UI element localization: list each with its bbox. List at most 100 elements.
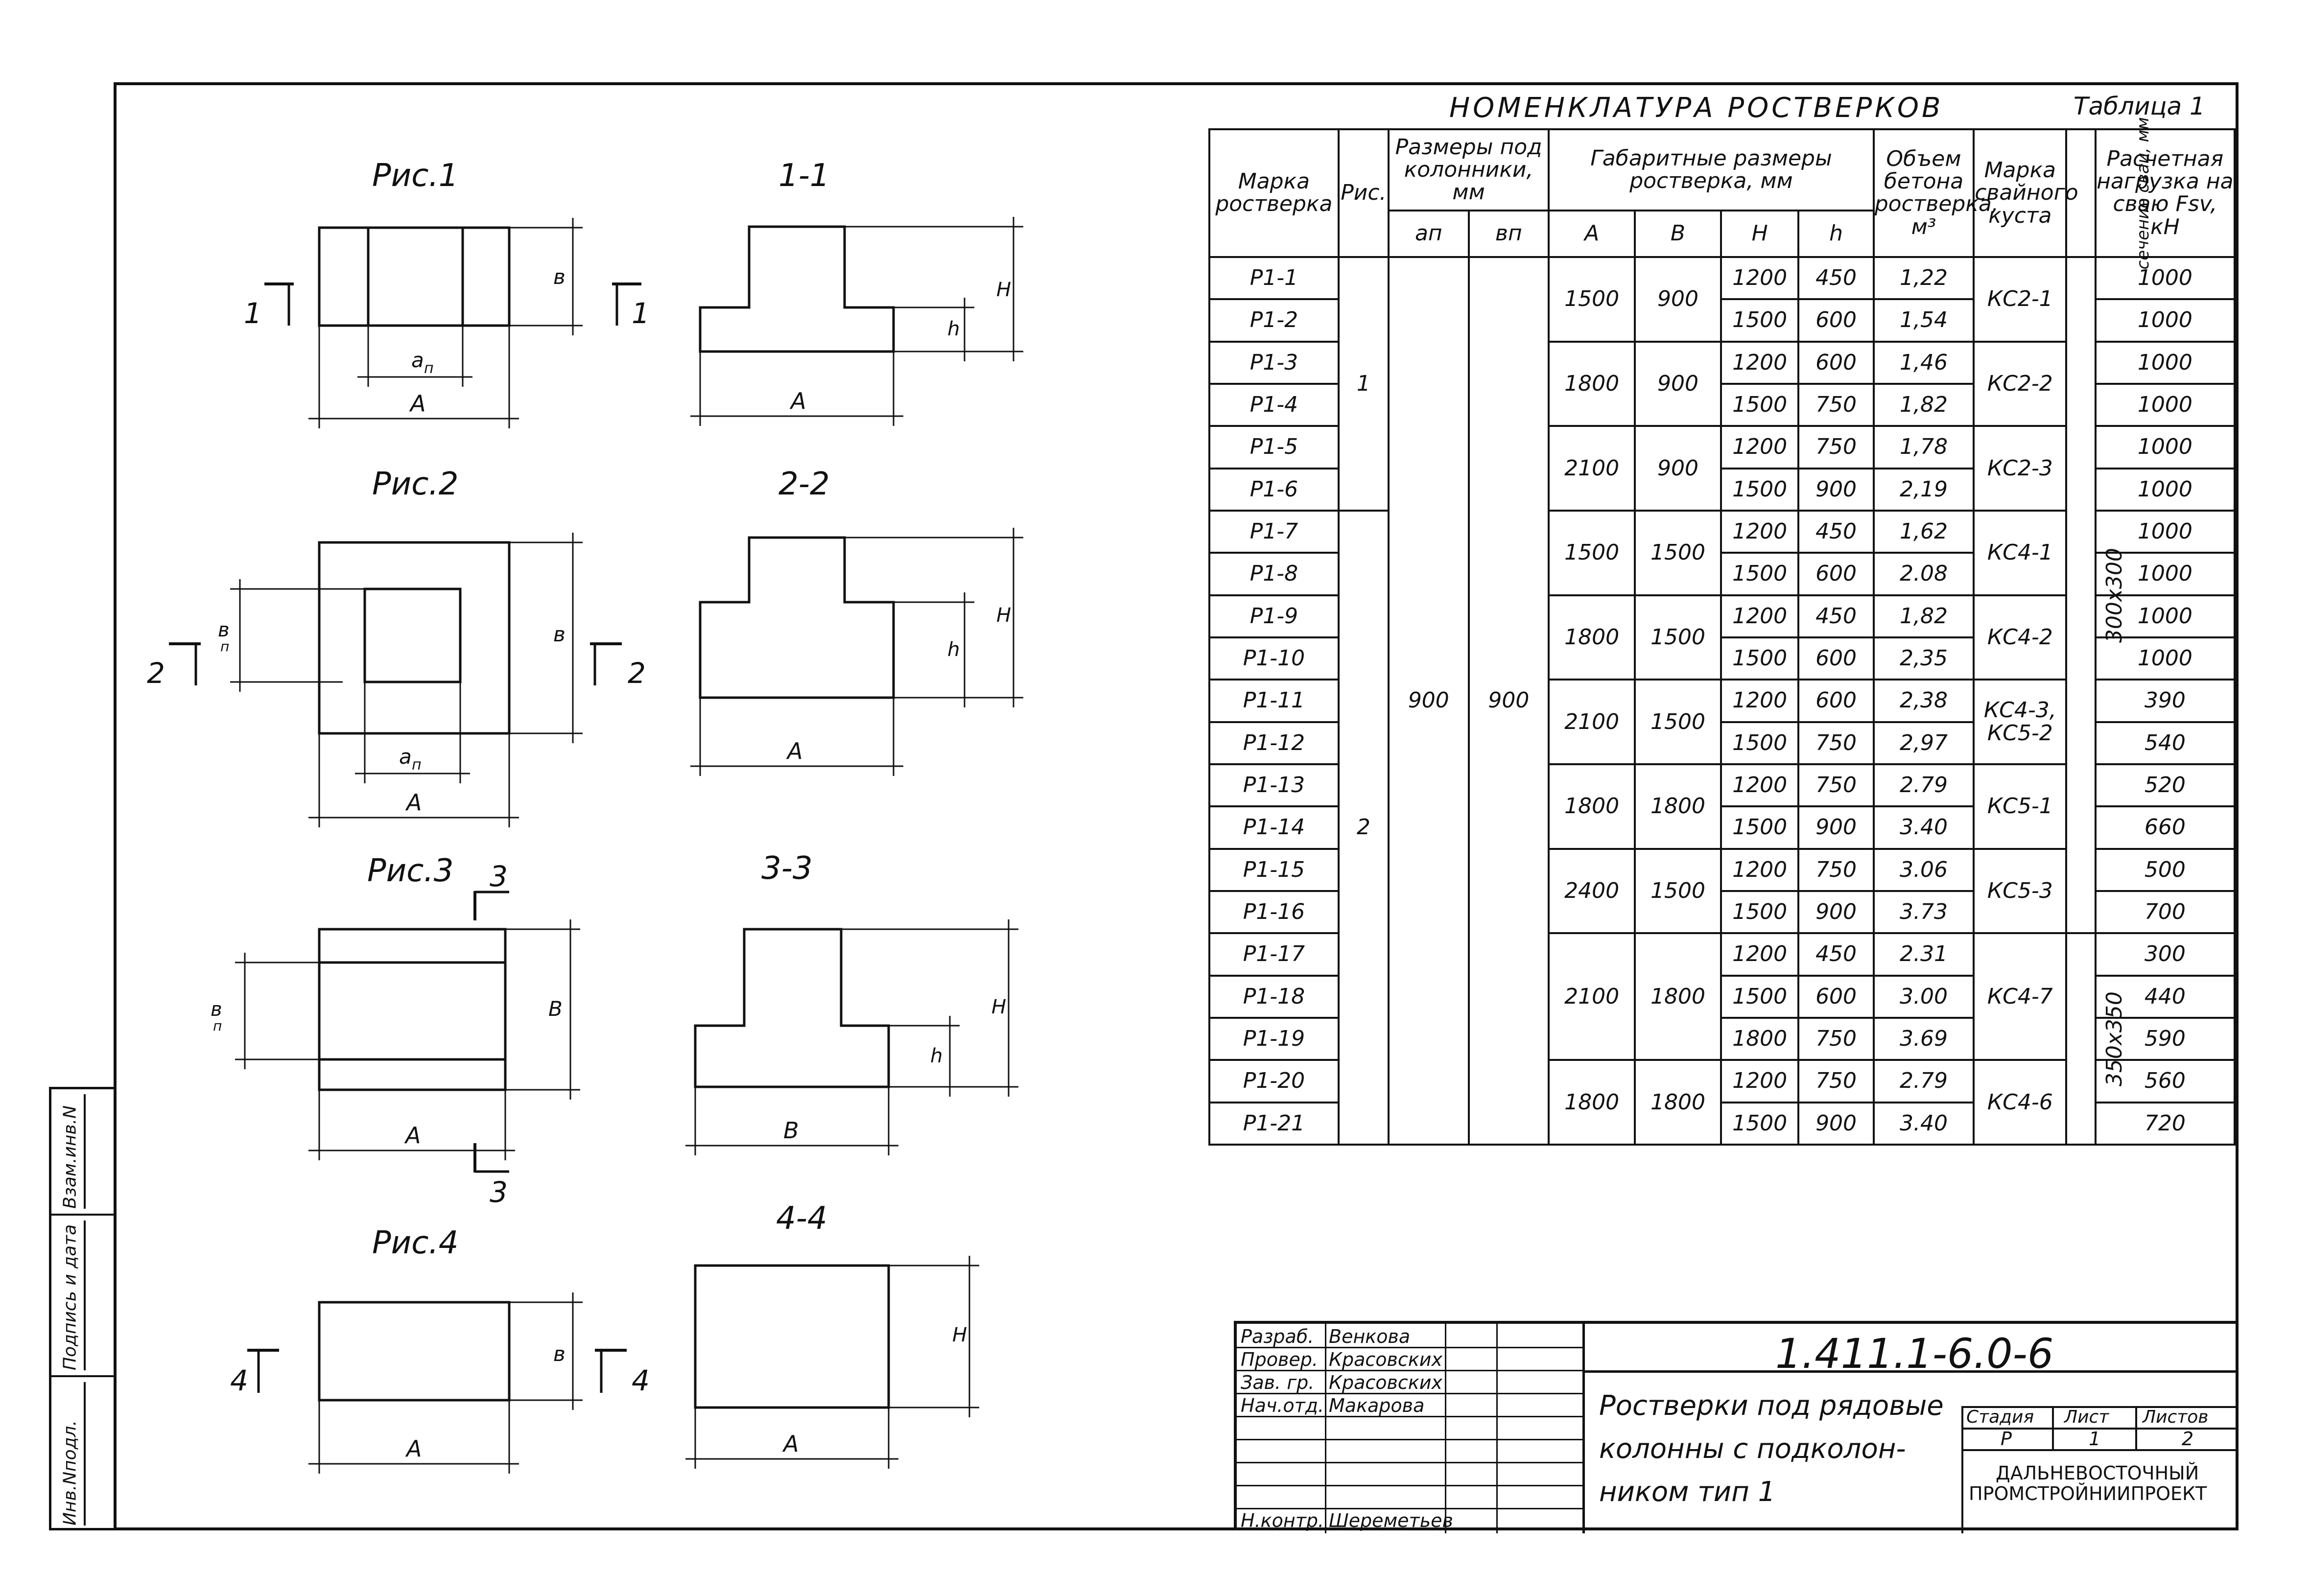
header-mark: Марка ростверка: [1208, 128, 1340, 258]
cell-mark: Р1-11: [1208, 679, 1340, 723]
fig3-section-label-H: H: [991, 996, 1006, 1018]
stamp-org-line: ДАЛЬНЕВОСТОЧНЫЙ: [1996, 1462, 2199, 1484]
cell-load: 1000: [2094, 382, 2236, 427]
cell-H: 1500: [1720, 974, 1800, 1019]
cell-h: 900: [1797, 467, 1875, 512]
stamp-org-line: ПРОМСТРОЙНИИПРОЕКТ: [1969, 1483, 2207, 1504]
fig2-section-label-H: H: [996, 604, 1011, 627]
cell-mark: Р1-21: [1208, 1101, 1340, 1146]
cell-volume: 1,62: [1872, 509, 1975, 554]
stamp-sheets-label: Листов: [2143, 1407, 2209, 1427]
cell-volume: 3.73: [1872, 890, 1975, 935]
stamp-row-line: [1237, 1508, 1582, 1509]
header-pile-bush: Марка свайного куста: [1973, 128, 2078, 258]
stamp-title-line: колонны с подколон-: [1599, 1433, 1906, 1465]
stamp-role: Нач.отд.: [1241, 1395, 1324, 1416]
cell-load: 660: [2094, 805, 2236, 850]
cell-H: 1500: [1720, 805, 1800, 850]
cell-mark: Р1-4: [1208, 382, 1340, 427]
cell-B: 1500: [1634, 679, 1722, 765]
cell-load: 1000: [2094, 298, 2236, 343]
cell-load: 1000: [2094, 509, 2236, 554]
cell-mark: Р1-5: [1208, 425, 1340, 469]
cell-volume: 3.40: [1872, 1101, 1975, 1146]
cell-A: 2100: [1548, 425, 1636, 512]
header-an: aп: [1388, 209, 1470, 258]
fig4-label-B: в: [553, 1342, 566, 1366]
stamp-name: Красовских: [1329, 1372, 1442, 1393]
cell-load: 720: [2094, 1101, 2236, 1146]
fig2-plan-outline: [318, 541, 511, 735]
cell-h: 600: [1797, 636, 1875, 681]
fig3-cut-top: 3: [490, 860, 508, 893]
table-number: Таблица 1: [2074, 92, 2205, 120]
cell-load: 590: [2094, 1016, 2236, 1061]
cell-volume: 1,46: [1872, 340, 1975, 385]
cell-h: 750: [1797, 847, 1875, 892]
fig2-cut-right: 2: [628, 657, 646, 690]
stamp-title-line: Ростверки под рядовые: [1599, 1390, 1944, 1422]
cell-pile-bush: КС4-7: [1973, 932, 2068, 1061]
header-bn: вп: [1467, 209, 1550, 258]
header-overall: Габаритные размеры ростверка, мм: [1548, 128, 1875, 211]
cell-A: 1800: [1548, 1059, 1636, 1146]
cell-B: 900: [1634, 425, 1722, 512]
header-volume: Объем бетона ростверка, м³: [1872, 128, 1999, 258]
cell-A: 1500: [1548, 256, 1636, 343]
cell-section-1: 300x300: [2065, 256, 2127, 935]
header-a: A: [1548, 209, 1636, 258]
cell-volume: 2.31: [1872, 932, 1975, 977]
cell-H: 1500: [1720, 552, 1800, 596]
cell-B: 900: [1634, 256, 1722, 343]
fig2-label-an: a: [399, 745, 412, 769]
stamp-role: Провер.: [1241, 1349, 1318, 1370]
svg-text:п: п: [424, 360, 434, 377]
table-title: НОМЕНКЛАТУРА РОСТВЕРКОВ: [1449, 92, 1944, 124]
fig1-label-B: в: [553, 265, 566, 289]
stamp-sheet-label: Лист: [2064, 1407, 2109, 1427]
cell-B: 1500: [1634, 594, 1722, 681]
fig2-cut-left: 2: [147, 657, 165, 690]
cell-mark: Р1-17: [1208, 932, 1340, 977]
cell-H: 1200: [1720, 425, 1800, 469]
cell-h: 900: [1797, 890, 1875, 935]
stamp-sheets-value: 2: [2182, 1428, 2194, 1450]
cell-mark: Р1-20: [1208, 1059, 1340, 1103]
stamp-title-line: ником тип 1: [1599, 1476, 1776, 1508]
stamp-role: Н.контр.: [1241, 1510, 1324, 1531]
cell-mark: Р1-2: [1208, 298, 1340, 343]
header-section: сечение сваи, мм: [2065, 117, 2153, 269]
fig4-label-A: A: [405, 1435, 422, 1462]
cell-h: 750: [1797, 1059, 1875, 1103]
cell-load: 520: [2094, 763, 2236, 808]
header-h: h: [1797, 209, 1875, 258]
fig4-section-label-H: H: [952, 1324, 967, 1346]
fig2-section-outline: [699, 536, 895, 699]
stamp-stage-line-bot: [1961, 1449, 2239, 1451]
stamp-row-line: [1237, 1416, 1582, 1417]
cell-B: 1500: [1634, 847, 1722, 935]
fig2-title: Рис.2: [372, 466, 458, 502]
cell-volume: 2.79: [1872, 1059, 1975, 1103]
cell-volume: 2,35: [1872, 636, 1975, 681]
cell-H: 1200: [1720, 679, 1800, 723]
cell-mark: Р1-18: [1208, 974, 1340, 1019]
cell-pile-bush: КС4-6: [1973, 1059, 2068, 1146]
fig1-title: Рис.1: [372, 158, 458, 194]
cell-pile-bush: КС4-2: [1973, 594, 2068, 681]
header-h: H: [1720, 209, 1800, 258]
fig1-section-outline: [699, 225, 895, 353]
cell-B: 1800: [1634, 1059, 1722, 1146]
cell-mark: Р1-9: [1208, 594, 1340, 638]
